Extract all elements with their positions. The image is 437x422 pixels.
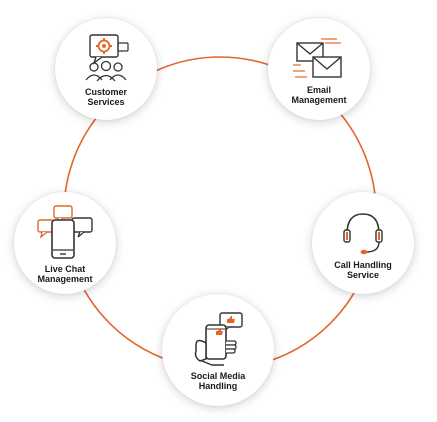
- node-live-chat-management: Live Chat Management: [14, 192, 116, 294]
- node-label-line1: Customer: [84, 87, 127, 97]
- node-email-management: Email Management: [268, 18, 370, 120]
- node-label-line1: Email: [306, 85, 331, 95]
- node-call-handling-service: Call Handling Service: [312, 192, 414, 294]
- node-label-line1: Live Chat: [44, 264, 86, 274]
- node-label-line2: Management: [37, 274, 93, 284]
- node-label: Call Handling Service: [334, 260, 392, 280]
- live-chat-icon: [37, 205, 93, 259]
- node-label-line2: Service: [346, 270, 379, 280]
- node-label-line1: Social Media: [190, 371, 246, 381]
- customer-services-icon: [85, 34, 129, 82]
- headset-icon: [343, 213, 383, 255]
- node-label-line2: Services: [87, 97, 125, 107]
- node-label-line1: Call Handling: [334, 260, 392, 270]
- node-label-line2: Management: [291, 95, 347, 105]
- email-icon: [293, 38, 342, 78]
- social-media-icon: [194, 312, 243, 366]
- node-label: Live Chat Management: [37, 264, 92, 284]
- node-social-media-handling: Social Media Handling: [162, 294, 274, 406]
- node-label: Email Management: [291, 85, 346, 105]
- node-label-line2: Handling: [198, 381, 238, 391]
- node-customer-services: Customer Services: [55, 18, 157, 120]
- node-label: Customer Services: [85, 87, 127, 107]
- node-label: Social Media Handling: [191, 371, 246, 391]
